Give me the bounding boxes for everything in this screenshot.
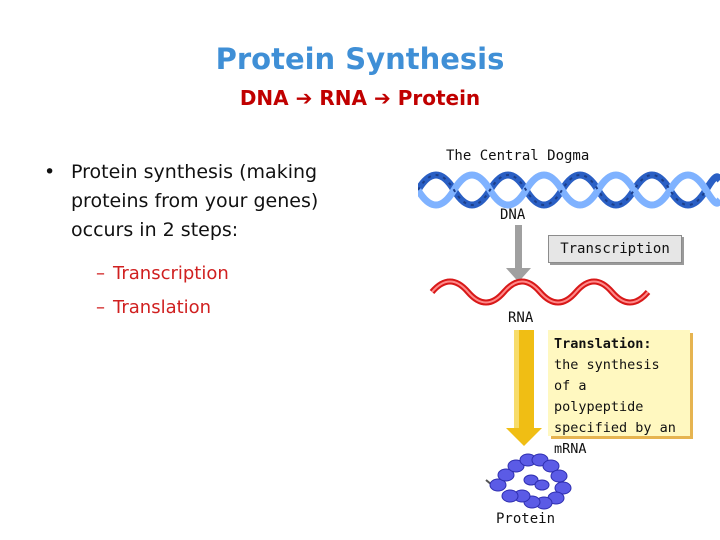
rna-label: RNA [508,310,534,326]
bullet-icon: • [44,161,56,183]
step-transcription: Transcription [113,263,229,284]
subtitle-protein: Protein [397,86,481,110]
translation-arrow-icon [506,330,542,446]
sub-bullet-list: –Transcription –Translation [96,257,364,325]
translation-title: Translation: [554,336,652,352]
sub-bullet-item: –Transcription [96,257,364,291]
bullet-text: Protein synthesis (making proteins from … [71,158,318,245]
translation-line: of a polypeptide [554,378,644,415]
transcription-box: Transcription [548,235,682,263]
protein-chain-icon [485,453,572,510]
dash-icon: – [96,263,105,284]
subtitle-dna: DNA [239,86,289,110]
translation-box: Translation: the synthesis of a polypept… [548,330,690,457]
subtitle-rna: RNA [319,86,367,110]
transcription-arrow-icon [506,225,531,282]
central-dogma-subtitle: DNA ➔ RNA ➔ Protein [0,86,720,110]
bullet-list: • Protein synthesis (making proteins fro… [44,158,364,325]
sub-bullet-item: –Translation [96,291,364,325]
bullet-line: occurs in 2 steps: [71,219,239,241]
central-dogma-heading: The Central Dogma [446,148,590,164]
diagram-graphics [418,171,720,510]
step-translation: Translation [113,297,212,318]
translation-line: mRNA [554,441,587,457]
protein-label: Protein [496,511,556,527]
translation-line: the synthesis [554,357,660,373]
dna-helix-icon [418,171,720,209]
slide-title: Protein Synthesis [215,42,505,76]
bullet-line: Protein synthesis (making [71,161,318,183]
dna-label: DNA [500,207,526,223]
right-arrow-icon: ➔ [295,86,313,110]
right-arrow-icon: ➔ [373,86,391,110]
translation-line: specified by an [554,420,676,436]
bullet-item: • Protein synthesis (making proteins fro… [44,158,364,245]
dash-icon: – [96,297,105,318]
central-dogma-diagram: The Central Dogma DNA Transcription RNA … [418,140,720,540]
bullet-line: proteins from your genes) [71,190,319,212]
rna-strand-icon [429,278,651,306]
